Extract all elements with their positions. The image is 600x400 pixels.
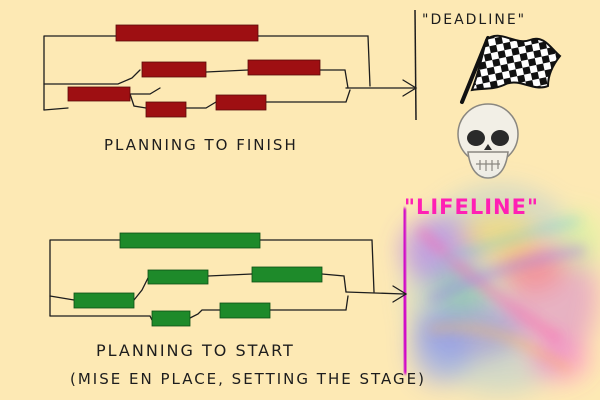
lifeline-cloud [400, 185, 600, 395]
start-task-1 [119, 232, 261, 249]
skull-icon [457, 103, 519, 179]
finish-task-5 [145, 101, 187, 118]
finish-task-4 [67, 86, 131, 102]
start-arrow-line [345, 291, 405, 295]
deadline-line [414, 9, 417, 121]
start-task-5 [151, 310, 191, 327]
planning-start-label: PLANNING TO START [96, 341, 295, 360]
start-task-3 [251, 266, 323, 283]
lifeline-label: "LIFELINE" [404, 195, 539, 219]
start-path-low [49, 295, 349, 321]
start-task-4 [73, 292, 135, 309]
finish-network [43, 35, 418, 111]
start-network [49, 239, 408, 321]
start-path-mid [49, 273, 347, 301]
start-tasks [73, 232, 323, 327]
finish-path-mid [43, 69, 349, 89]
start-task-6 [219, 302, 271, 319]
finish-task-2 [141, 61, 207, 78]
start-path-top [49, 239, 375, 317]
planning-start-sublabel: (MISE EN PLACE, SETTING THE STAGE) [70, 370, 426, 388]
start-arrowhead [392, 285, 408, 303]
finish-path-top [43, 35, 371, 111]
lifeline-bar [401, 207, 409, 375]
finish-task-1 [115, 24, 259, 42]
finish-tasks [67, 24, 321, 118]
deadline-label: "DEADLINE" [422, 12, 526, 28]
finish-task-6 [215, 94, 267, 111]
finish-task-3 [247, 59, 321, 76]
finish-path-low [43, 87, 351, 111]
start-task-2 [147, 269, 209, 285]
planning-finish-label: PLANNING TO FINISH [104, 136, 298, 154]
checkered-flag-icon [460, 34, 562, 104]
